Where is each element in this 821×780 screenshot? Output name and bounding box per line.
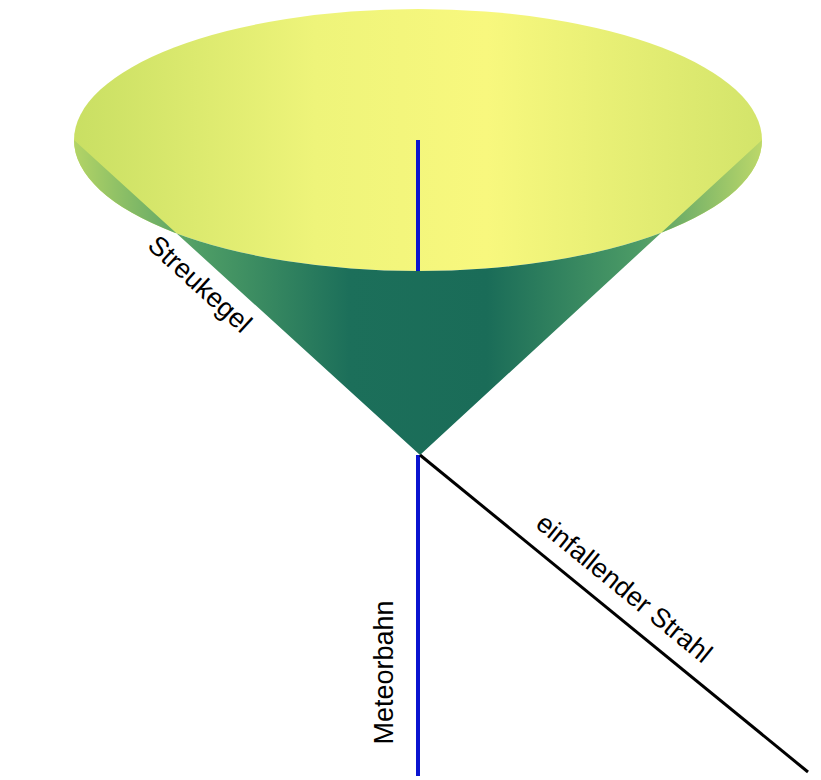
meteor-path-line	[416, 455, 420, 776]
incident-ray-line	[420, 455, 808, 772]
ray-label: einfallender Strahl	[531, 509, 717, 668]
meteor-path-line	[416, 140, 420, 272]
cone-opening	[74, 9, 762, 271]
cone-surface	[74, 140, 762, 455]
meteor-path-label: Meteorbahn	[370, 600, 397, 744]
